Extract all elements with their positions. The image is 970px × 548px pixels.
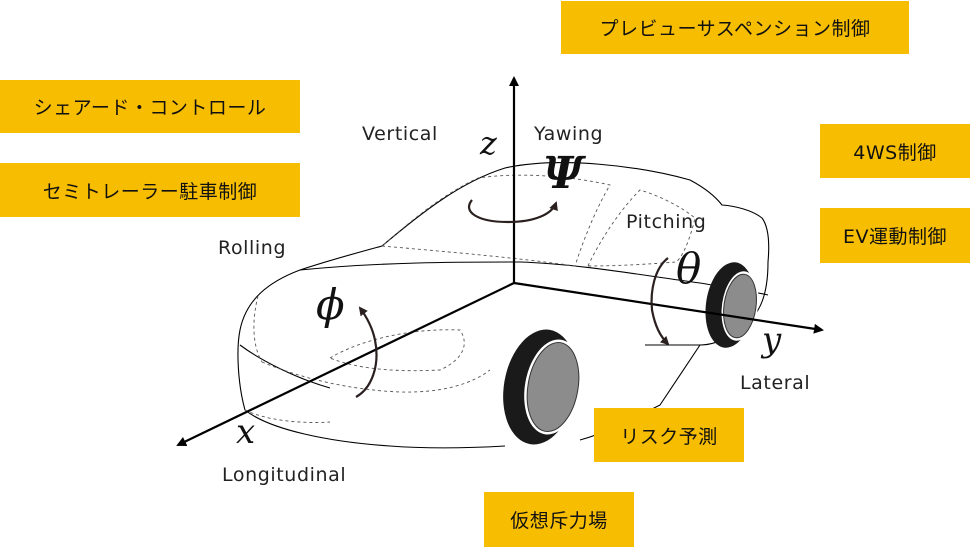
label-vertical: Vertical xyxy=(362,123,438,145)
pitch-rotation-arrow xyxy=(650,257,670,346)
tag-shared-control: シェアード・コントロール xyxy=(0,80,300,133)
pitch-symbol: θ xyxy=(676,244,702,293)
roll-rotation-arrow xyxy=(355,306,378,398)
tag-risk-prediction: リスク予測 xyxy=(594,408,744,462)
rotation-arrows xyxy=(355,199,670,398)
roll-symbol: ϕ xyxy=(316,280,345,329)
label-rolling: Rolling xyxy=(218,237,287,259)
label-pitching: Pitching xyxy=(626,211,707,233)
z-axis-symbol: z xyxy=(480,124,497,162)
axes xyxy=(176,76,824,447)
y-axis-line xyxy=(513,281,824,334)
front-wheel xyxy=(503,329,582,445)
car-dashed-details xyxy=(244,174,696,423)
tag-preview-suspension: プレビューサスペンション制御 xyxy=(561,1,909,54)
x-axis-line xyxy=(176,282,515,447)
tag-semitrailer-parking: セミトレーラー駐車制御 xyxy=(0,163,300,217)
label-yawing: Yawing xyxy=(534,123,604,145)
rear-wheel xyxy=(705,262,759,348)
yaw-rotation-arrow xyxy=(467,199,558,224)
y-axis-symbol: y xyxy=(762,320,782,360)
tag-virtual-force-field: 仮想斥力場 xyxy=(484,492,634,547)
yaw-symbol: Ψ xyxy=(543,148,584,199)
tag-4ws-control: 4WS制御 xyxy=(820,124,970,178)
label-lateral: Lateral xyxy=(740,372,811,394)
x-axis-symbol: x xyxy=(236,412,256,452)
label-longitudinal: Longitudinal xyxy=(222,464,347,486)
tag-ev-motion-control: EV運動制御 xyxy=(820,208,970,263)
